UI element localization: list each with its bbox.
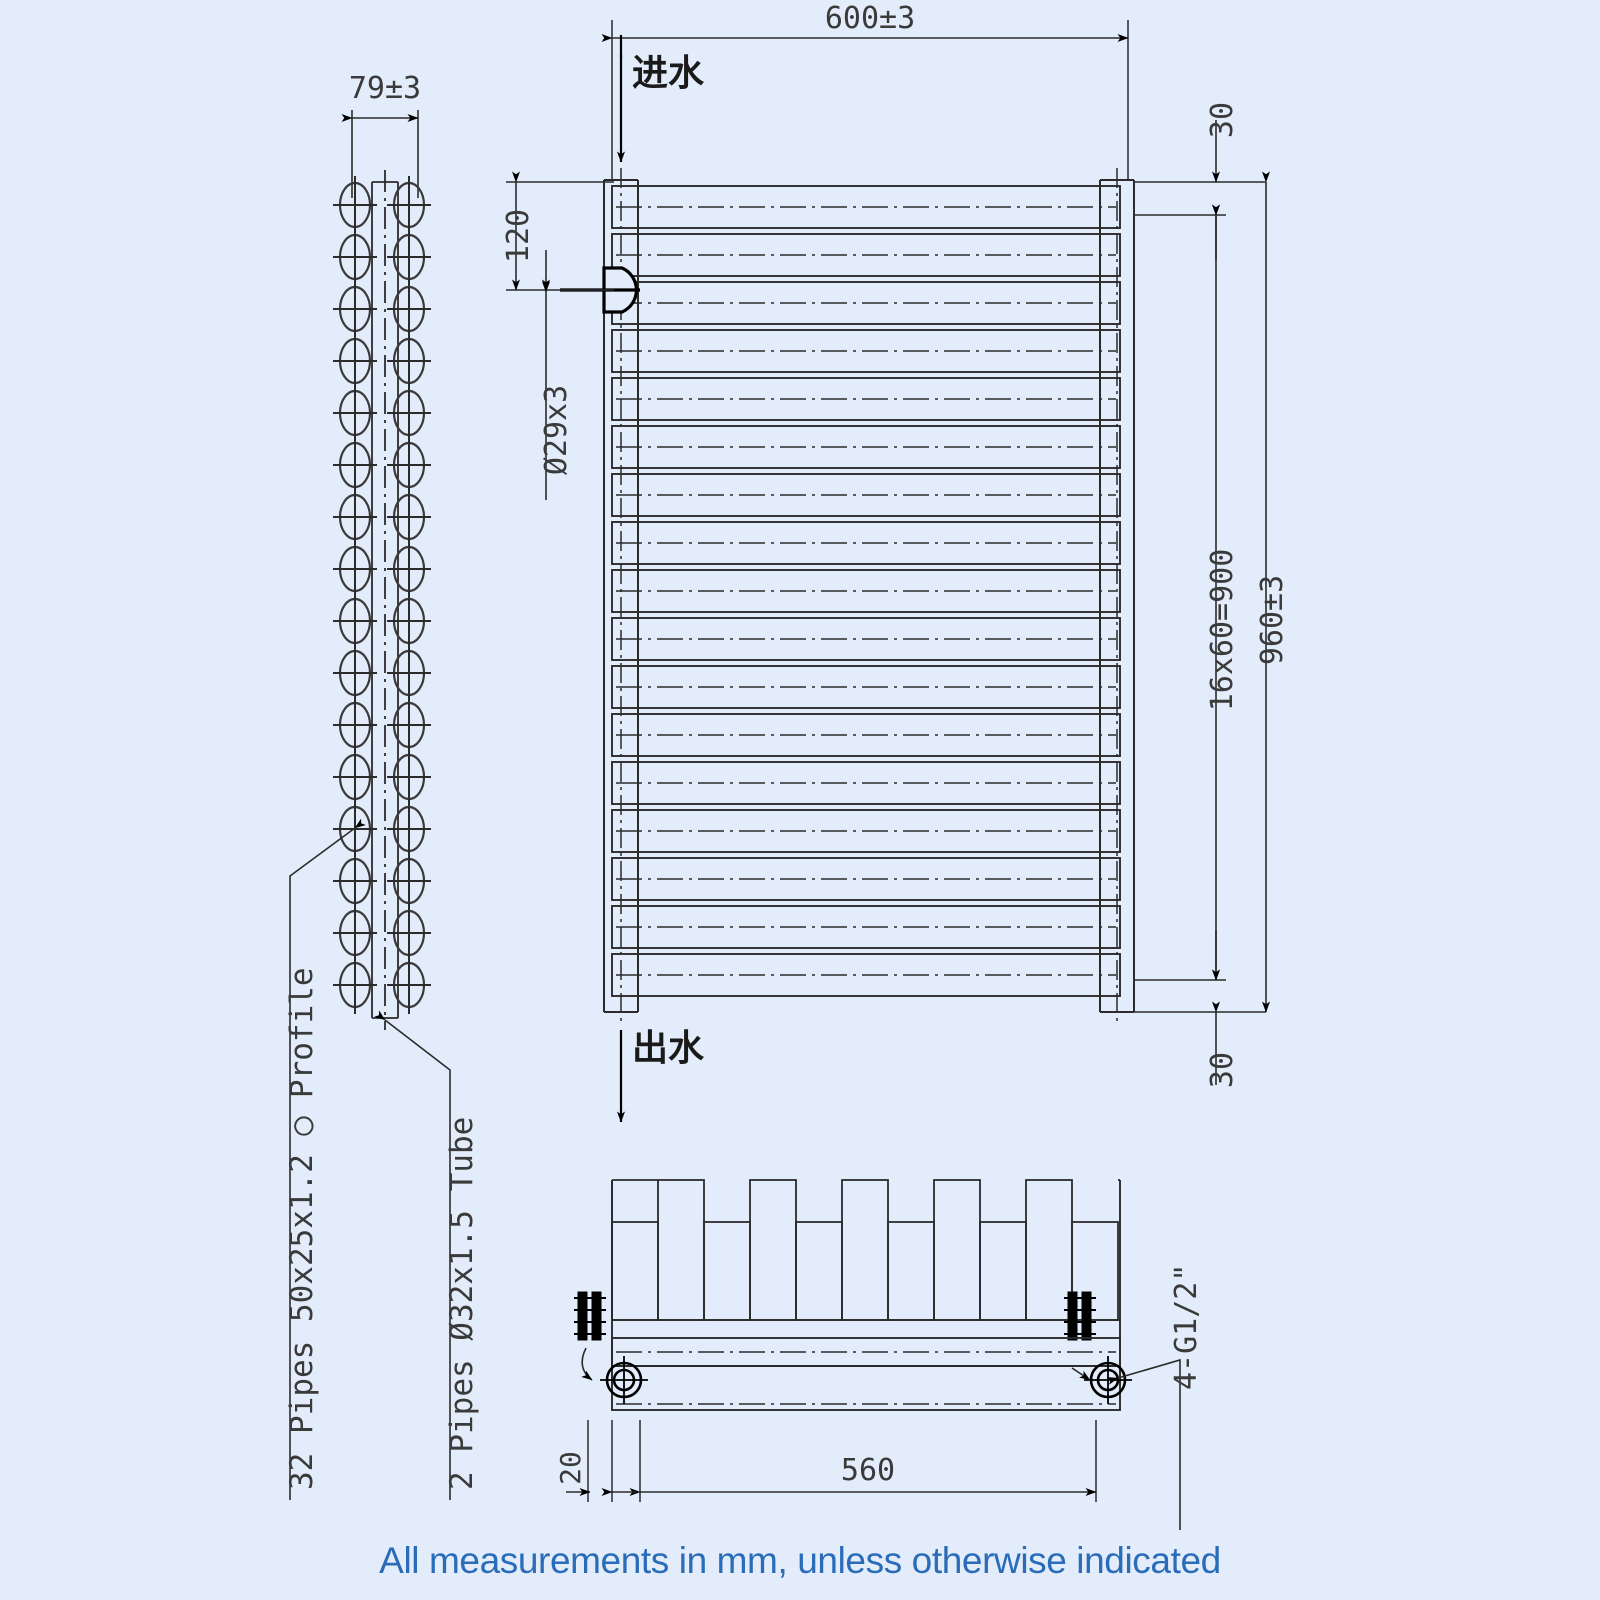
rail [611, 473, 1121, 517]
dim-text-bottom-offset: 30 [1205, 1052, 1240, 1088]
bottom-view [566, 1179, 1181, 1530]
annotation-text-layer: 进水 出水 32 Pipes 50x25x1.2 ◯ Profile 2 Pip… [284, 53, 705, 1490]
side-view [289, 110, 451, 1500]
dim-text-pitch-total: 16x60=900 [1205, 549, 1240, 712]
rail [611, 425, 1121, 469]
bottom-manifold [611, 1337, 1121, 1411]
label-inlet: 进水 [632, 53, 705, 94]
dimension-text-layer: 79±3 600±3 120 Ø29x3 30 30 16x60=900 960… [349, 1, 1290, 1488]
rail [611, 185, 1121, 229]
dim-text-top-offset: 30 [1205, 102, 1240, 138]
rail [611, 713, 1121, 757]
dim-text-side-width: 79±3 [349, 71, 421, 106]
dimension-bottom-width [629, 1420, 1097, 1502]
leader-pipes-tube [374, 1010, 451, 1500]
measurement-note: All measurements in mm, unless otherwise… [379, 1540, 1221, 1581]
rail [611, 953, 1121, 997]
connection-ports [581, 1347, 1132, 1404]
rail [611, 233, 1121, 277]
rail [611, 569, 1121, 613]
rail [611, 617, 1121, 661]
dim-text-overall-height: 960±3 [1255, 575, 1290, 665]
dim-text-overall-width: 600±3 [825, 1, 915, 36]
rail [611, 377, 1121, 421]
rail [611, 665, 1121, 709]
bottom-view-fasteners [574, 1291, 1096, 1341]
horizontal-rails [611, 185, 1121, 997]
note-pipes-profile: 32 Pipes 50x25x1.2 ◯ Profile [284, 967, 320, 1490]
rail [611, 761, 1121, 805]
rail [611, 329, 1121, 373]
leader-pipes-profile [289, 818, 366, 1500]
rail [611, 857, 1121, 901]
dim-text-connections: 4-G1/2" [1169, 1264, 1204, 1390]
dim-text-bottom-edge: 20 [554, 1451, 587, 1485]
dimension-bottom-edge [566, 1420, 636, 1502]
dimension-inlet-height [506, 171, 614, 291]
rail [611, 905, 1121, 949]
dim-text-inlet-height: 120 [501, 209, 536, 263]
rail [611, 521, 1121, 565]
leader-connections [1106, 1358, 1181, 1530]
dimension-overall-width [601, 20, 1129, 180]
front-view [506, 20, 1270, 1123]
rail [611, 809, 1121, 853]
dim-text-manifold-dia: Ø29x3 [539, 385, 574, 475]
note-pipes-tube: 2 Pipes Ø32x1.5 Tube [444, 1117, 480, 1490]
label-outlet: 出水 [632, 1028, 705, 1069]
dim-text-bottom-width: 560 [841, 1453, 895, 1488]
bottom-view-fins [611, 1179, 1120, 1321]
